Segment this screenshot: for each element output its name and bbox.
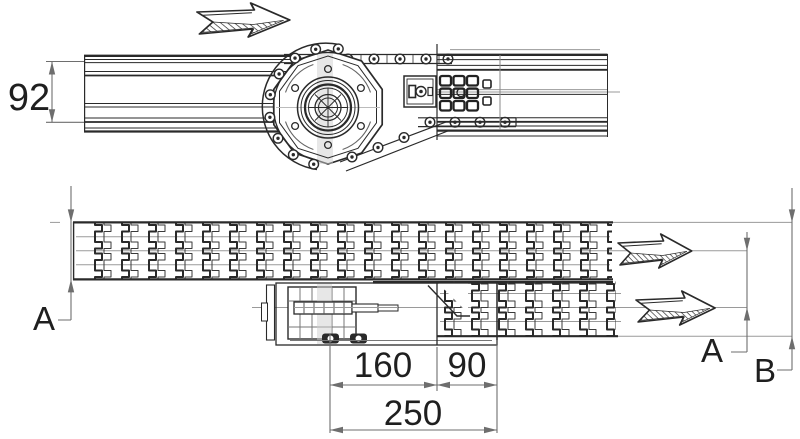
label-b: B bbox=[754, 352, 776, 389]
wheel-hub bbox=[296, 76, 360, 139]
dim-250-label: 250 bbox=[384, 394, 442, 433]
dimension-b: B bbox=[754, 188, 796, 389]
dim-160-label: 160 bbox=[354, 346, 412, 385]
belt-upper bbox=[72, 221, 613, 284]
connector-box bbox=[403, 75, 437, 108]
dim-92-label: 92 bbox=[8, 77, 50, 119]
dimension-a-left: A bbox=[33, 186, 75, 337]
transfer-deflector bbox=[427, 285, 470, 317]
dim-90-label: 90 bbox=[448, 346, 487, 385]
left-beam-rails bbox=[84, 54, 300, 133]
wheel-plate-cutouts bbox=[284, 63, 372, 151]
wheel-assembly bbox=[261, 42, 384, 171]
label-a-right: A bbox=[701, 332, 723, 369]
drive-unit bbox=[261, 282, 498, 346]
dimension-160-90-250: 160 90 250 bbox=[329, 334, 498, 434]
top-view: 92 bbox=[8, 2, 620, 172]
side-view: A A B 160 90 250 bbox=[33, 186, 796, 434]
wheel-chain-wrap bbox=[261, 42, 344, 171]
wheel-bolts bbox=[291, 64, 365, 150]
label-a-left: A bbox=[33, 300, 55, 337]
guide-module-blocks bbox=[438, 74, 492, 112]
belt-lower bbox=[437, 281, 618, 338]
dimension-a-right: A bbox=[701, 232, 751, 369]
dimension-92: 92 bbox=[8, 60, 84, 123]
